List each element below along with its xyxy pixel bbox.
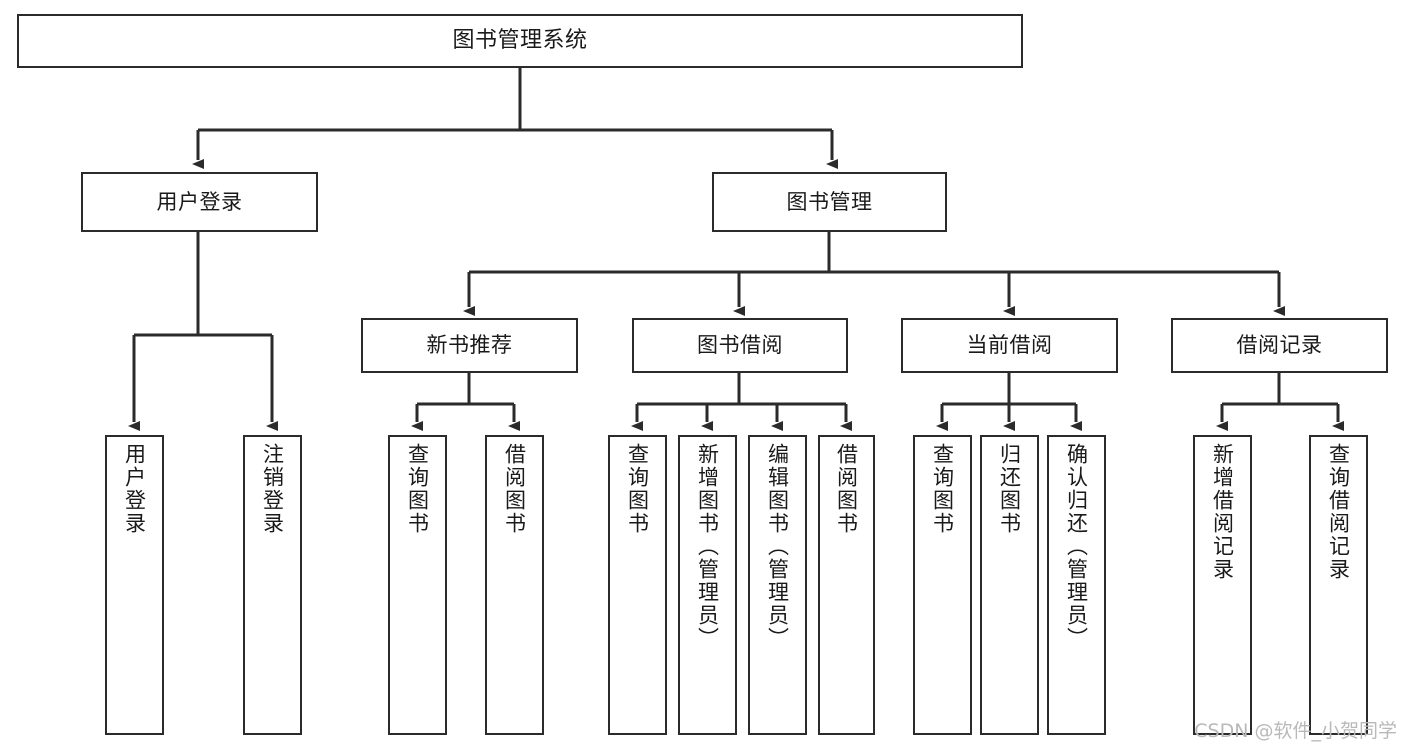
node-current-borrow[interactable]: 当前借阅 [901,318,1118,373]
node-label: 新增借阅记录 [1210,443,1235,581]
node-borrow-record[interactable]: 借阅记录 [1171,318,1388,373]
node-user-login[interactable]: 用户登录 [81,172,318,232]
node-label: 查询图书 [405,443,430,535]
node-label: 用户登录 [122,443,147,535]
leaf-current-query-book[interactable]: 查询图书 [913,435,972,735]
node-label: 编辑图书（管理员） [765,443,790,650]
node-label: 注销登录 [260,443,285,535]
node-label: 新书推荐 [426,333,513,358]
node-label: 图书管理 [786,189,873,214]
node-new-book-recommend[interactable]: 新书推荐 [361,318,578,373]
leaf-record-query[interactable]: 查询借阅记录 [1309,435,1368,735]
leaf-borrow-edit-book-admin[interactable]: 编辑图书（管理员） [748,435,807,735]
node-label: 当前借阅 [966,333,1053,358]
leaf-new-book-query[interactable]: 查询图书 [388,435,447,735]
leaf-user-logout[interactable]: 注销登录 [243,435,302,735]
node-label: 查询图书 [930,443,955,535]
node-book-borrow[interactable]: 图书借阅 [632,318,848,373]
node-label: 借阅记录 [1236,333,1323,358]
node-label: 查询图书 [625,443,650,535]
node-label: 图书管理系统 [452,28,588,54]
node-label: 借阅图书 [502,443,527,535]
node-label: 归还图书 [997,443,1022,535]
node-label: 借阅图书 [834,443,859,535]
node-label: 确认归还（管理员） [1064,443,1089,650]
leaf-current-return-book[interactable]: 归还图书 [980,435,1039,735]
leaf-borrow-borrow-book[interactable]: 借阅图书 [818,435,875,735]
leaf-record-add[interactable]: 新增借阅记录 [1193,435,1252,735]
leaf-new-book-borrow[interactable]: 借阅图书 [485,435,544,735]
node-label: 新增图书（管理员） [695,443,720,650]
leaf-user-login[interactable]: 用户登录 [105,435,164,735]
node-root-system[interactable]: 图书管理系统 [17,14,1023,68]
leaf-borrow-add-book-admin[interactable]: 新增图书（管理员） [678,435,737,735]
node-label: 用户登录 [156,189,243,214]
node-book-management[interactable]: 图书管理 [712,172,947,232]
node-label: 图书借阅 [697,333,783,358]
leaf-current-confirm-return-admin[interactable]: 确认归还（管理员） [1047,435,1106,735]
leaf-borrow-query-book[interactable]: 查询图书 [608,435,667,735]
node-label: 查询借阅记录 [1326,443,1351,581]
